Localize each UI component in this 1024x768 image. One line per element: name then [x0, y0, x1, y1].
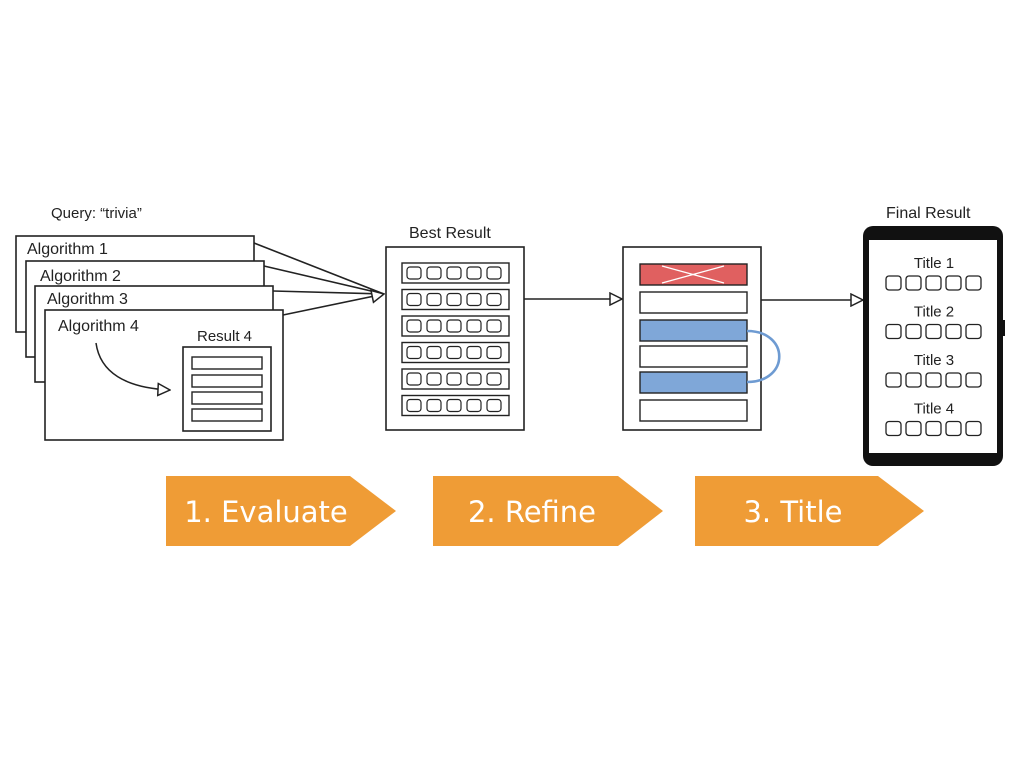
result-token-icon: [466, 372, 482, 386]
phone-token-icon: [905, 372, 922, 388]
phone-token-icon: [885, 420, 902, 437]
step-refine-label: 2. Refine: [468, 495, 596, 529]
connector-line: [272, 290, 385, 295]
merged-row: [639, 371, 748, 394]
result-token-icon: [466, 266, 482, 280]
result-4-row: [191, 391, 263, 405]
result-token-icon: [446, 292, 462, 307]
phone-token-icon: [905, 323, 922, 340]
result-token-icon: [406, 319, 422, 333]
algorithm-card-2-label: Algorithm 2: [40, 268, 121, 285]
result-token-icon: [466, 345, 482, 360]
result-token-icon: [406, 266, 422, 280]
result-token-icon: [446, 266, 462, 280]
phone-token-icon: [885, 323, 902, 340]
best-result-rows: [401, 262, 510, 417]
step-evaluate-chevron: [166, 476, 396, 546]
phone-token-icon: [965, 372, 982, 388]
algorithm-stack: Algorithm 1 Algorithm 2 Algorithm 3 Algo…: [15, 235, 284, 441]
result-4-row: [191, 356, 263, 370]
final-result-label: Final Result: [886, 205, 971, 222]
algorithm-card-4-label: Algorithm 4: [58, 318, 139, 335]
phone-item-title: Title 3: [914, 352, 954, 369]
phone-item-title: Title 4: [914, 401, 954, 418]
phone-token-icon: [945, 323, 962, 340]
result-token-icon: [466, 319, 482, 333]
phone-token-icon: [905, 275, 922, 291]
phone-token-icon: [945, 275, 962, 291]
phone-token-icon: [945, 372, 962, 388]
refine-row: [639, 291, 748, 314]
phone-token-icon: [925, 372, 942, 388]
phone-token-icon: [885, 275, 902, 291]
result-token-icon: [486, 345, 502, 360]
best-result-label: Best Result: [409, 225, 491, 242]
phone-token-icon: [965, 275, 982, 291]
result-token-icon: [426, 266, 442, 280]
merge-arc: [746, 329, 781, 384]
step-title-label: 3. Title: [743, 495, 842, 529]
result-token-icon: [446, 398, 462, 413]
connector-line: [263, 265, 385, 295]
result-token-icon: [446, 372, 462, 386]
result-4-label: Result 4: [197, 328, 252, 345]
phone-item-title: Title 1: [914, 255, 954, 272]
result-token-icon: [426, 398, 442, 413]
result-token-icon: [486, 398, 502, 413]
algorithm-to-result-arrow: [95, 342, 170, 390]
result-token-icon: [426, 345, 442, 360]
phone-result-list: Title 1 Title 2 Title 3 Title 4: [885, 255, 982, 437]
result-token-icon: [406, 345, 422, 360]
phone-token-icon: [905, 420, 922, 437]
result-token-icon: [486, 372, 502, 386]
merged-row: [639, 319, 748, 342]
result-token-icon: [426, 372, 442, 386]
connector-line: [282, 294, 384, 316]
phone-token-icon: [945, 420, 962, 437]
phone-token-icon: [925, 323, 942, 340]
phone-token-icon: [885, 372, 902, 388]
result-token-icon: [486, 266, 502, 280]
algorithm-card-1-label: Algorithm 1: [27, 241, 108, 258]
phone-token-icon: [925, 275, 942, 291]
result-token-icon: [406, 398, 422, 413]
refine-row: [639, 345, 748, 368]
result-4-row: [191, 374, 263, 388]
result-token-icon: [466, 398, 482, 413]
algorithm-card-3-label: Algorithm 3: [47, 291, 128, 308]
result-token-icon: [426, 319, 442, 333]
result-4-row: [191, 408, 263, 422]
connector-line: [253, 242, 385, 295]
result-token-icon: [406, 292, 422, 307]
step-chevrons: 1. Evaluate 2. Refine 3. Title: [166, 476, 924, 546]
refine-rows: [639, 263, 781, 422]
phone-token-icon: [925, 420, 942, 437]
refine-row: [639, 399, 748, 422]
phone-token-icon: [965, 323, 982, 340]
reject-cross-icon: [661, 265, 725, 284]
step-title-chevron: [695, 476, 924, 546]
result-token-icon: [466, 292, 482, 307]
phone-token-icon: [965, 420, 982, 437]
evaluate-connectors: [253, 242, 385, 316]
step-refine-chevron: [433, 476, 663, 546]
result-token-icon: [446, 345, 462, 360]
result-token-icon: [486, 319, 502, 333]
result-token-icon: [406, 372, 422, 386]
result-token-icon: [446, 319, 462, 333]
phone-item-title: Title 2: [914, 304, 954, 321]
result-token-icon: [486, 292, 502, 307]
step-evaluate-label: 1. Evaluate: [184, 495, 348, 529]
query-label: Query: “trivia”: [51, 205, 142, 222]
result-token-icon: [426, 292, 442, 307]
